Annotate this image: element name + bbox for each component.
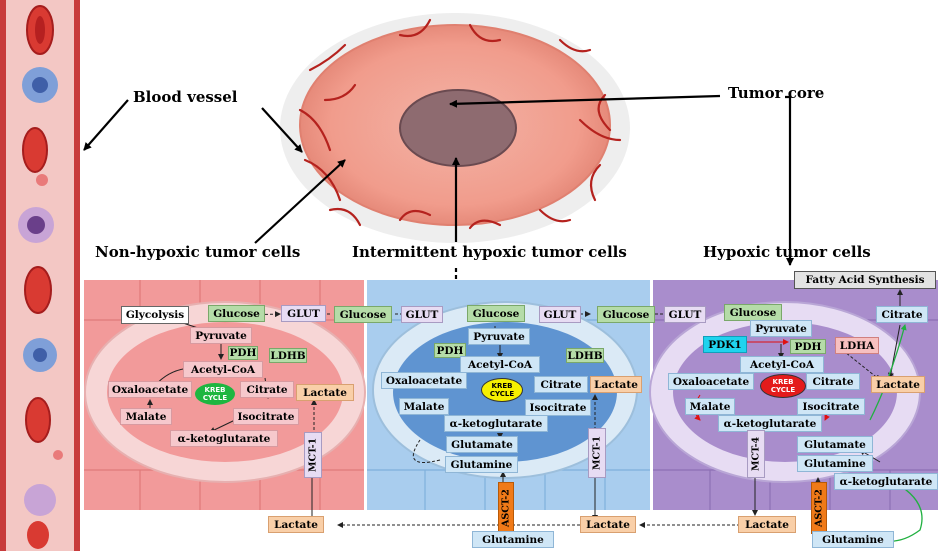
nh-malate: Malate <box>120 408 172 425</box>
bottom-lactate-1: Lactate <box>268 516 324 533</box>
hx-akg: α-ketoglutarate <box>718 415 822 432</box>
ih-mct-1: MCT-1 <box>588 428 606 478</box>
nh-acetyl-coa: Acetyl-CoA <box>183 361 263 378</box>
hx-kreb-cycle: KREB CYCLE <box>760 374 806 398</box>
ih-glutamate: Glutamate <box>446 436 518 453</box>
ih-citrate: Citrate <box>534 376 588 393</box>
hx-acetyl-coa: Acetyl-CoA <box>740 356 824 373</box>
ih-ldhb: LDHB <box>566 348 604 363</box>
nh-glut: GLUT <box>281 305 326 322</box>
hx-citrate: Citrate <box>806 373 860 390</box>
hx-glucose: Glucose <box>724 304 782 321</box>
nh-glycolysis: Glycolysis <box>121 306 189 324</box>
ih-pdh: PDH <box>434 343 466 358</box>
hx-citrate-out: Citrate <box>876 306 928 323</box>
hx-malate: Malate <box>685 398 735 415</box>
nh-isocitrate: Isocitrate <box>233 408 299 425</box>
bottom-glutamine-1: Glutamine <box>472 531 554 548</box>
ih-glucose-right: Glucose <box>597 306 655 323</box>
ih-lactate: Lactate <box>590 376 642 393</box>
nh-glucose: Glucose <box>208 305 265 322</box>
ih-akg: α-ketoglutarate <box>444 415 548 432</box>
bottom-lactate-2: Lactate <box>580 516 636 533</box>
bottom-lactate-3: Lactate <box>738 516 796 533</box>
heading-hypoxic: Hypoxic tumor cells <box>703 243 871 261</box>
ih-glut-right: GLUT <box>539 306 581 323</box>
nh-akg: α-ketoglutarate <box>170 430 278 447</box>
ih-glut-left: GLUT <box>401 306 443 323</box>
ih-glucose-ext: Glucose <box>334 306 392 323</box>
heading-tumor-core: Tumor core <box>728 84 825 102</box>
ih-glutamine: Glutamine <box>445 456 518 473</box>
ih-isocitrate: Isocitrate <box>525 399 591 416</box>
hx-isocitrate: Isocitrate <box>797 398 865 415</box>
heading-blood-vessel: Blood vessel <box>133 88 238 106</box>
nh-lactate: Lactate <box>296 384 354 401</box>
hx-lactate: Lactate <box>871 376 925 393</box>
bottom-glutamine-2: Glutamine <box>812 531 894 548</box>
hx-pdh: PDH <box>790 339 826 354</box>
hx-asct-2: ASCT-2 <box>811 482 827 534</box>
nh-ldhb: LDHB <box>269 348 307 363</box>
nh-pdh: PDH <box>228 346 258 360</box>
hx-akg-out: α-ketoglutarate <box>834 473 938 490</box>
nh-kreb-cycle: KREB CYCLE <box>195 383 235 405</box>
hx-ldha: LDHA <box>835 337 879 354</box>
hx-fatty-acid-synthesis: Fatty Acid Synthesis <box>794 271 936 289</box>
ih-malate: Malate <box>399 398 449 415</box>
heading-intermittent: Intermittent hypoxic tumor cells <box>352 243 627 261</box>
hx-glutamine: Glutamine <box>797 455 873 472</box>
hx-pdk1: PDK1 <box>703 336 747 353</box>
ih-kreb-cycle: KREB CYCLE <box>481 378 523 402</box>
blood-vessel <box>0 0 80 551</box>
nh-pyruvate: Pyruvate <box>190 327 252 344</box>
tumor <box>280 13 630 243</box>
ih-pyruvate: Pyruvate <box>468 328 530 345</box>
ih-oxaloacetate: Oxaloacetate <box>381 372 467 389</box>
hx-glut: GLUT <box>664 306 706 323</box>
ih-asct-2: ASCT-2 <box>498 482 514 534</box>
nh-mct-1: MCT-1 <box>304 432 322 478</box>
pointer-arrows <box>83 94 794 280</box>
ih-acetyl-coa: Acetyl-CoA <box>460 356 540 373</box>
nh-citrate: Citrate <box>240 381 294 398</box>
hx-oxaloacetate: Oxaloacetate <box>668 373 754 390</box>
hx-pyruvate: Pyruvate <box>750 320 812 337</box>
ih-glucose: Glucose <box>467 305 525 322</box>
hx-glutamate: Glutamate <box>797 436 873 453</box>
hx-mct-4: MCT-4 <box>747 430 765 478</box>
nh-oxaloacetate: Oxaloacetate <box>108 381 192 398</box>
heading-non-hypoxic: Non-hypoxic tumor cells <box>95 243 301 261</box>
